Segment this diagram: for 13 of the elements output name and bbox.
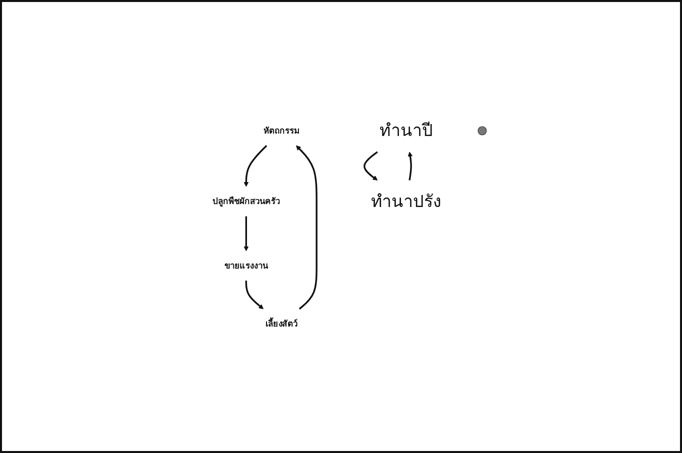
arrow bbox=[244, 144, 268, 187]
node-text: เลี้ยงสัตว์ bbox=[265, 318, 298, 329]
arrow bbox=[364, 151, 378, 180]
node-text: ปลูกพืชผักสวนครัว bbox=[212, 196, 280, 206]
node-text: ทำนาปี bbox=[380, 120, 433, 141]
arrow bbox=[245, 280, 264, 310]
arrow bbox=[296, 145, 318, 310]
node-circle bbox=[478, 126, 487, 136]
arrow bbox=[244, 216, 249, 252]
node-text: ทำนาปรัง bbox=[370, 191, 442, 212]
node-text: หัตถกรรม bbox=[263, 125, 300, 136]
arrow bbox=[408, 152, 413, 180]
node-text: ขายแรงงาน bbox=[224, 260, 268, 271]
